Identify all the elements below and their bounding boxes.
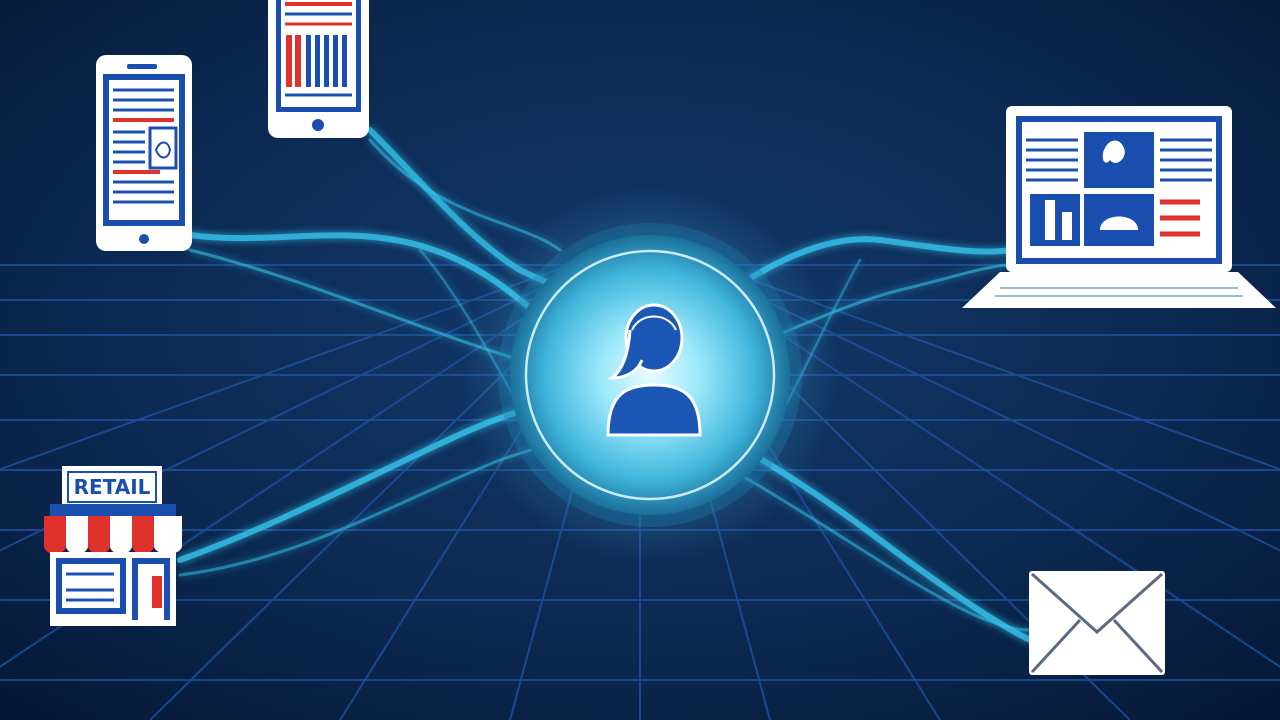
customer-hub [460, 185, 840, 565]
tablet-icon [268, 0, 369, 138]
smartphone-icon [96, 55, 192, 251]
laptop-icon [962, 106, 1276, 308]
store-sign-text: RETAIL [74, 475, 151, 499]
storefront-icon: RETAIL [44, 466, 182, 626]
email-envelope-icon [1029, 571, 1165, 675]
customer-profile-icon [606, 303, 702, 437]
